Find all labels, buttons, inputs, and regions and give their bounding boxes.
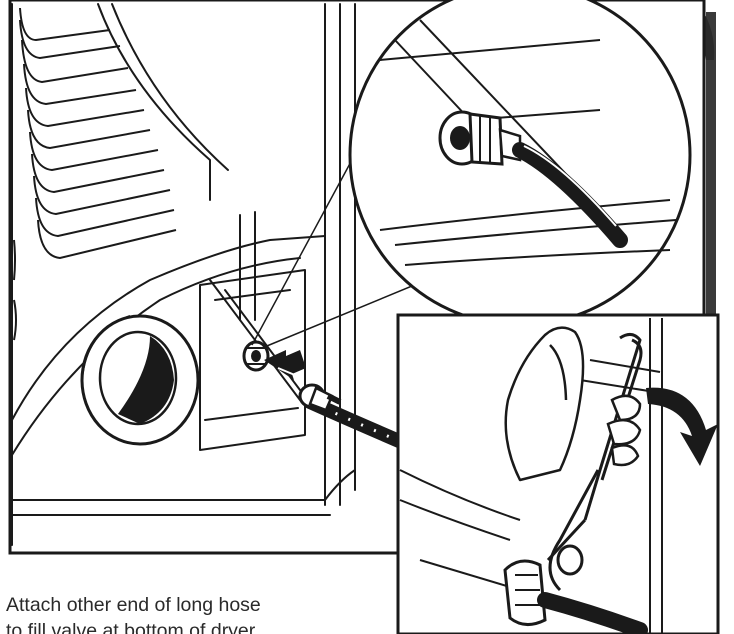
vent-louvers [13,7,177,341]
hand [504,326,585,482]
fill-valve [242,340,270,372]
exhaust-vent [80,314,200,446]
caption-line-2: to fill valve at bottom of dryer [6,620,256,634]
rotate-arrow-icon [646,387,718,466]
pliers-inset [396,313,720,634]
pliers [546,333,643,592]
caption-line-1: Attach other end of long hose [6,594,261,616]
push-arrow-icon [264,350,306,380]
zoom-inset [348,0,692,327]
caption: Attach other end of long hose to fill va… [6,592,406,634]
